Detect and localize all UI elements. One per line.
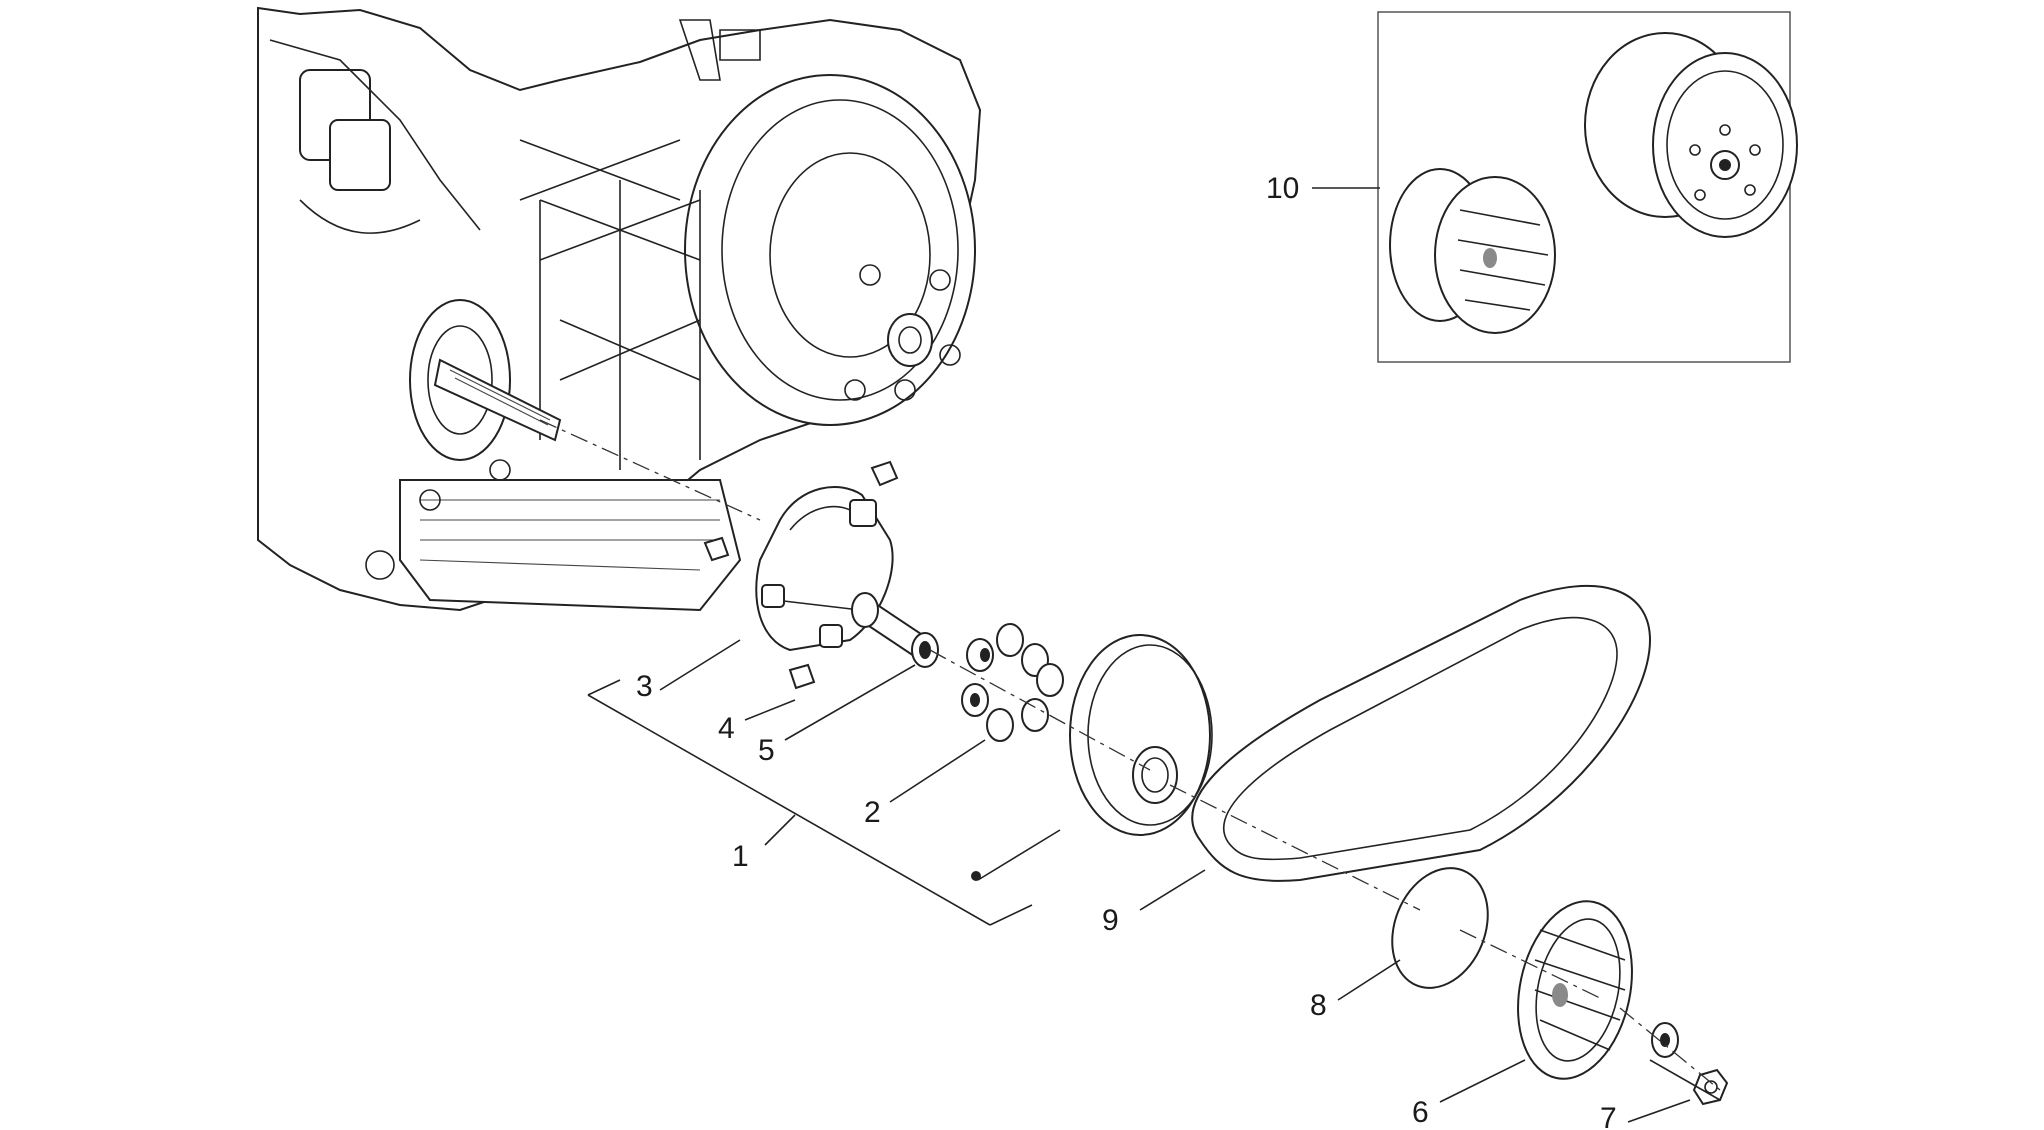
drive-belt — [1191, 585, 1652, 882]
inset-clutch-assembly — [1377, 11, 1798, 363]
o-ring-gasket — [1391, 867, 1489, 989]
roller-weights — [961, 623, 1064, 742]
callout-labels: 1 2 3 4 5 6 7 8 9 10 — [636, 172, 1617, 1130]
fixed-fan-pulley — [1517, 900, 1633, 1080]
leader-lines — [659, 187, 1721, 1123]
movable-drive-pulley — [1069, 634, 1213, 836]
callout-2: 2 — [864, 796, 881, 829]
slider-guides — [703, 460, 899, 690]
washer-and-nut — [1651, 1022, 1729, 1106]
assembly-axis — [539, 419, 1721, 1091]
callout-5: 5 — [758, 734, 775, 767]
engine-crankcase-assembly — [257, 6, 982, 612]
callout-3: 3 — [636, 670, 653, 703]
callout-6: 6 — [1412, 1096, 1429, 1129]
callout-7: 7 — [1600, 1102, 1617, 1130]
bushing — [851, 592, 939, 668]
callout-1: 1 — [732, 840, 749, 873]
callout-9: 9 — [1102, 904, 1119, 937]
callout-8: 8 — [1310, 989, 1327, 1022]
callout-10: 10 — [1266, 172, 1299, 205]
callout-4: 4 — [718, 712, 735, 745]
assembly-bracket — [587, 679, 1033, 926]
